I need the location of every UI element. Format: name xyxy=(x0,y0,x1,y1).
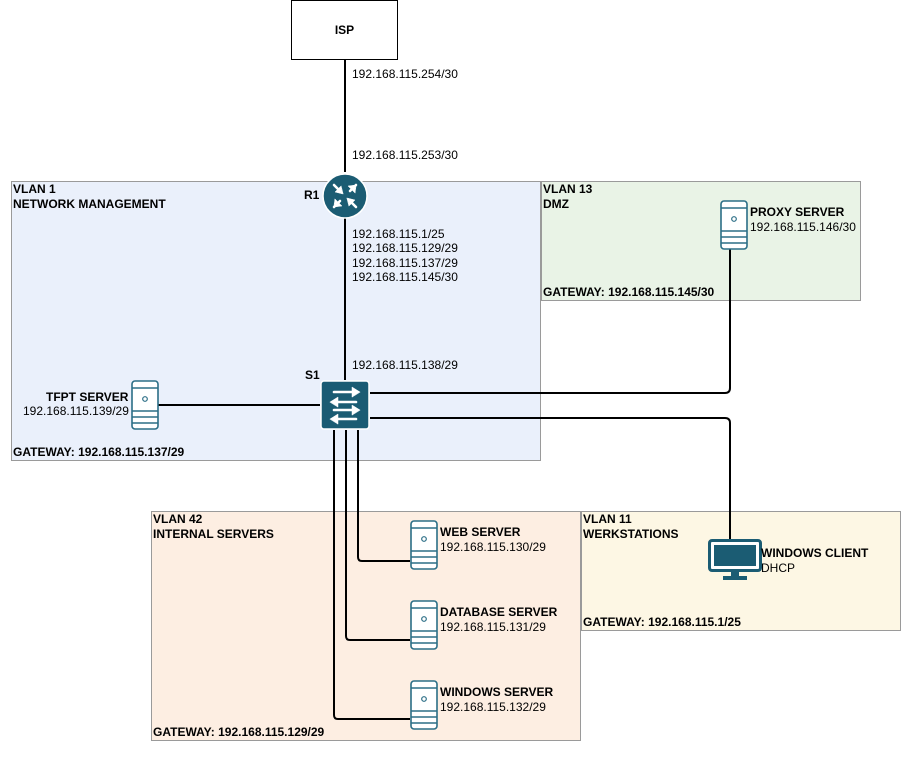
vlan1-id: VLAN 1 xyxy=(13,182,56,196)
vlan13-id: VLAN 13 xyxy=(543,182,593,196)
web-server-name: WEB SERVER xyxy=(440,525,521,539)
proxy-server-ip: 192.168.115.146/30 xyxy=(750,220,856,234)
switch-name: S1 xyxy=(305,368,320,382)
router-interface-4: 192.168.115.145/30 xyxy=(352,270,458,284)
isp-wan-ip: 192.168.115.254/30 xyxy=(352,67,458,81)
link-s1-proxy xyxy=(370,248,731,394)
proxy-server-name: PROXY SERVER xyxy=(750,205,845,219)
vlan42-gateway: GATEWAY: 192.168.115.129/29 xyxy=(153,725,325,739)
vlan42-id: VLAN 42 xyxy=(153,512,203,526)
vlan42-zone: VLAN 42 INTERNAL SERVERS GATEWAY: 192.16… xyxy=(151,511,581,741)
router-interface-1: 192.168.115.1/25 xyxy=(352,227,445,241)
web-server-ip: 192.168.115.130/29 xyxy=(440,540,546,554)
vlan1-zone: VLAN 1 NETWORK MANAGEMENT GATEWAY: 192.1… xyxy=(11,181,541,461)
vlan13-zone: VLAN 13 DMZ GATEWAY: 192.168.115.145/30 xyxy=(541,181,861,301)
switch-icon[interactable] xyxy=(320,380,370,430)
tftp-server-name: TFPT SERVER xyxy=(46,390,129,404)
vlan42-header: VLAN 42 INTERNAL SERVERS xyxy=(153,512,274,542)
isp-label: ISP xyxy=(334,23,355,37)
vlan13-name: DMZ xyxy=(543,197,569,211)
link-s1-winserver xyxy=(333,430,410,720)
switch-ip: 192.168.115.138/29 xyxy=(352,358,458,372)
link-s1-client xyxy=(370,417,731,541)
web-server-icon[interactable] xyxy=(410,520,438,570)
vlan13-gateway: GATEWAY: 192.168.115.145/30 xyxy=(543,285,715,299)
vlan1-header: VLAN 1 NETWORK MANAGEMENT xyxy=(13,182,166,212)
workstation-monitor-icon[interactable] xyxy=(708,539,762,581)
router-name: R1 xyxy=(304,188,320,202)
windows-server-icon[interactable] xyxy=(410,680,438,730)
windows-client-ip: DHCP xyxy=(761,561,796,575)
database-server-name: DATABASE SERVER xyxy=(440,605,558,619)
link-s1-database xyxy=(345,430,410,641)
vlan13-header: VLAN 13 DMZ xyxy=(543,182,592,212)
database-server-icon[interactable] xyxy=(410,600,438,650)
router-interface-2: 192.168.115.129/29 xyxy=(352,241,458,255)
vlan11-header: VLAN 11 WERKSTATIONS xyxy=(583,512,679,542)
windows-client-name: WINDOWS CLIENT xyxy=(761,546,869,560)
router-interface-3: 192.168.115.137/29 xyxy=(352,256,458,270)
vlan1-gateway: GATEWAY: 192.168.115.137/29 xyxy=(13,445,185,459)
vlan11-id: VLAN 11 xyxy=(583,512,632,526)
isp-node[interactable]: ISP xyxy=(291,0,398,60)
tftp-server-ip: 192.168.115.139/29 xyxy=(23,404,129,418)
vlan42-name: INTERNAL SERVERS xyxy=(153,527,274,541)
proxy-server-icon[interactable] xyxy=(720,200,748,250)
windows-server-ip: 192.168.115.132/29 xyxy=(440,700,546,714)
link-s1-web xyxy=(357,430,410,562)
database-server-ip: 192.168.115.131/29 xyxy=(440,620,546,634)
router-wan-ip: 192.168.115.253/30 xyxy=(352,148,458,162)
router-icon[interactable] xyxy=(321,172,369,220)
vlan1-name: NETWORK MANAGEMENT xyxy=(13,197,166,211)
vlan11-name: WERKSTATIONS xyxy=(583,527,679,541)
tftp-server-icon[interactable] xyxy=(131,380,159,430)
vlan11-gateway: GATEWAY: 192.168.115.1/25 xyxy=(583,615,741,629)
windows-server-name: WINDOWS SERVER xyxy=(440,685,554,699)
